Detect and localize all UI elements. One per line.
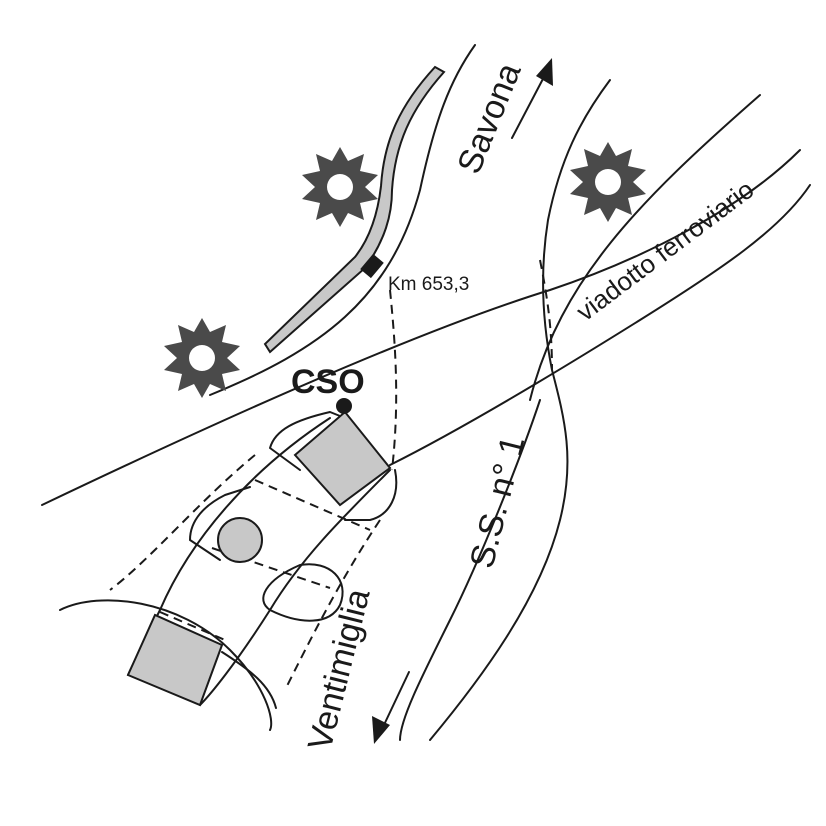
viaduct-edge-lower: [389, 184, 811, 466]
gray-block-viaduct: [293, 410, 392, 507]
structure-outline-3: [344, 469, 398, 521]
tree-icon: [302, 147, 378, 227]
railway-track: [263, 65, 446, 354]
cso-point: [336, 398, 352, 414]
tree-icon: [570, 142, 646, 222]
km-marker: [360, 253, 384, 279]
ventimiglia-curb-2: [221, 651, 277, 709]
road-dashed: [539, 259, 553, 371]
viaduct-edge-upper: [41, 149, 801, 506]
ventimiglia-curb: [59, 599, 273, 731]
ventimiglia-road-right: [199, 469, 391, 706]
label-km: Km 653,3: [388, 274, 469, 295]
dashed-cross-1: [254, 479, 371, 531]
gray-circle: [217, 517, 263, 563]
railway-dashed: [389, 289, 398, 471]
ss1-road-edge: [399, 399, 541, 741]
structure-outline-1: [269, 411, 351, 471]
dashed-cross-3: [159, 611, 226, 641]
tree-icon: [164, 318, 240, 398]
structure-outline-4: [262, 563, 344, 622]
road-edge-far: [529, 94, 761, 401]
structure-outline-2: [189, 486, 251, 561]
label-ventimiglia: Ventimiglia: [301, 585, 378, 754]
road-edge-savona: [429, 79, 611, 741]
label-ss1: S.S. n° 1: [463, 432, 532, 572]
dashed-left-road: [109, 454, 256, 591]
label-savona: Savona: [450, 58, 528, 179]
gray-block-road: [126, 613, 224, 707]
direction-arrow-icon: [372, 671, 410, 744]
road-edge-left: [209, 44, 476, 396]
direction-arrow-icon: [511, 58, 553, 139]
label-cso: CSO: [291, 363, 365, 401]
